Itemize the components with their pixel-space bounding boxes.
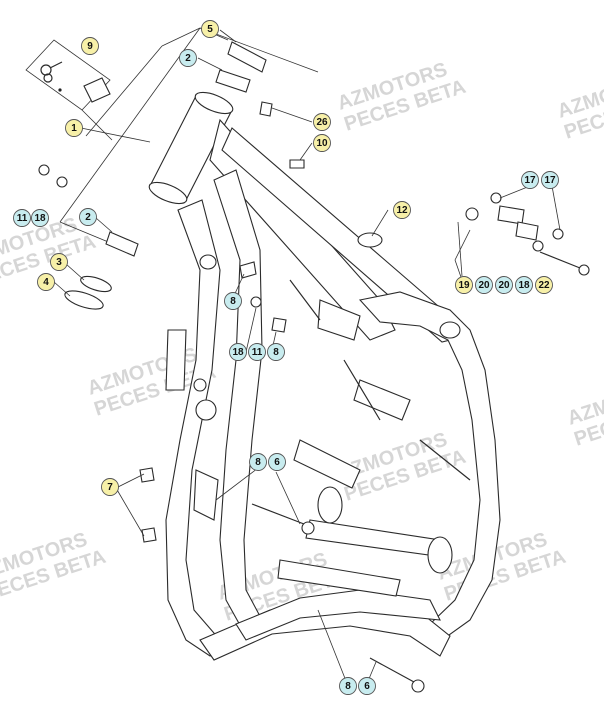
callout-circle [13,209,31,227]
callout-label-18: 18 [31,209,49,227]
callout-number: 8 [273,347,279,358]
callout-number: 4 [43,277,49,288]
callout-label-17: 17 [521,171,539,189]
callout-label-3: 3 [50,253,68,271]
callout-label-6: 6 [268,453,286,471]
callout-number: 5 [207,24,213,35]
callout-circle [313,134,331,152]
callout-circle [495,276,513,294]
callout-circle [224,292,242,310]
callout-label-9: 9 [81,37,99,55]
callout-label-22: 22 [535,276,553,294]
callout-number: 12 [396,205,408,216]
callout-number: 2 [185,53,191,64]
callout-label-11: 11 [248,343,266,361]
callout-label-7: 7 [101,478,119,496]
callout-circle [535,276,553,294]
callout-number: 6 [364,681,370,692]
callout-circle [229,343,247,361]
callout-number: 20 [498,280,510,291]
callout-label-18: 18 [229,343,247,361]
callout-circle [358,677,376,695]
callout-number: 19 [458,280,470,291]
callout-circle [267,343,285,361]
callout-label-26: 26 [313,113,331,131]
ignition-key-lock-part [40,61,111,103]
callout-circle [179,49,197,67]
callout-label-2: 2 [179,49,197,67]
callout-circle [248,343,266,361]
callout-circle [81,37,99,55]
callout-circle [65,119,83,137]
watermark-group: AZMOTORS PECES BETA AZMOTORS PECES BETA … [0,59,604,626]
callout-number: 8 [255,457,261,468]
callout-label-12: 12 [393,201,411,219]
bushing-seal-upper [215,69,251,93]
callout-circle [101,478,119,496]
bushing-lower [105,231,139,257]
callout-number: 3 [56,257,62,268]
callout-number: 18 [518,280,530,291]
callout-number: 1 [71,123,77,134]
callout-label-20: 20 [475,276,493,294]
down-tube-right [213,169,263,637]
callout-label-10: 10 [313,134,331,152]
callout-number: 18 [232,347,244,358]
callout-number: 7 [107,482,113,493]
callout-label-17: 17 [541,171,559,189]
bushing-upper [227,41,267,73]
callout-circle [339,677,357,695]
callout-number: 8 [230,296,236,307]
callout-label-8: 8 [339,677,357,695]
callout-number: 10 [316,138,328,149]
clamp-part [357,232,383,248]
callout-circle [201,20,219,38]
ring-4 [64,290,104,310]
callout-label-6: 6 [358,677,376,695]
callout-number: 26 [316,117,328,128]
callout-circle [37,273,55,291]
exploded-parts [38,41,590,693]
explode-guides [25,27,471,281]
callout-circle [455,276,473,294]
callout-number: 18 [34,213,46,224]
callout-number: 6 [274,457,280,468]
callout-number: 20 [478,280,490,291]
callout-label-8: 8 [249,453,267,471]
callout-label-2: 2 [79,208,97,226]
callout-label-8: 8 [224,292,242,310]
callout-number: 2 [85,212,91,223]
callout-number: 22 [538,280,550,291]
motorcycle-frame [148,91,501,661]
callout-circle [31,209,49,227]
callout-circle [393,201,411,219]
callout-label-20: 20 [495,276,513,294]
callout-circle [541,171,559,189]
callout-label-8: 8 [267,343,285,361]
callout-label-11: 11 [13,209,31,227]
callout-label-1: 1 [65,119,83,137]
callout-label-5: 5 [201,20,219,38]
callout-circle [50,253,68,271]
callout-circle [521,171,539,189]
callout-number: 17 [544,175,556,186]
callout-number: 17 [524,175,536,186]
callout-number: 11 [252,347,263,358]
callout-circle [249,453,267,471]
callout-number: 11 [17,213,28,224]
ring-3 [80,275,112,293]
callout-circle [515,276,533,294]
callout-circle [475,276,493,294]
callout-circle [313,113,331,131]
callout-circle [268,453,286,471]
callout-circle [79,208,97,226]
callout-number: 9 [87,41,93,52]
callout-number: 8 [345,681,351,692]
callout-label-19: 19 [455,276,473,294]
callout-label-4: 4 [37,273,55,291]
callout-labels: 9 5 2 1 26 10 11 18 2 12 17 17 34 8 19 20 20 18 22 18 11 8 8 6 7… [13,20,559,695]
callout-label-18: 18 [515,276,533,294]
